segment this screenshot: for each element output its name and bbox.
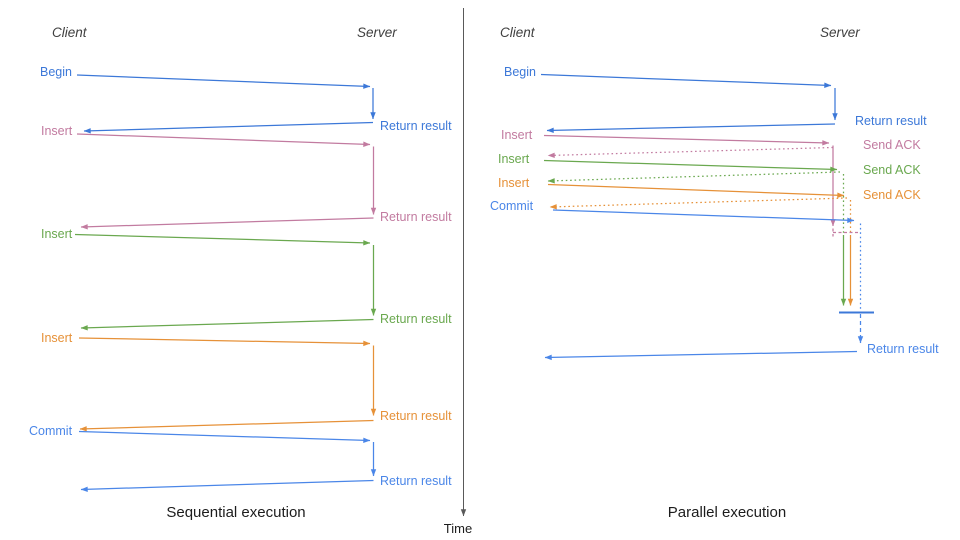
- time-axis-label: Time: [444, 521, 472, 536]
- sequential-insert3-request: [78, 337, 371, 347]
- sequential-insert1-response: [80, 217, 374, 230]
- sequential-begin-request: [76, 74, 371, 89]
- caption-parallel: Parallel execution: [668, 504, 786, 521]
- parallel-commit-label: Commit: [490, 199, 534, 213]
- sequential-insert2-response: [80, 318, 374, 331]
- parallel-insert2-ack-label: Send ACK: [863, 163, 921, 177]
- parallel-insert3-request: [547, 183, 845, 198]
- parallel-insert1-request: [543, 134, 830, 146]
- actor-client-sequential: Client: [52, 25, 88, 40]
- sequential-insert1-label: Insert: [41, 124, 73, 138]
- parallel-insert3-ack: [549, 197, 848, 210]
- sequential-insert3-return-label: Return result: [380, 409, 452, 423]
- sequential-commit-response: [80, 479, 374, 492]
- sequential-commit-return-label: Return result: [380, 474, 452, 488]
- parallel-begin-request: [540, 73, 832, 88]
- sequential-commit-request: [78, 430, 371, 443]
- caption-sequential: Sequential execution: [166, 504, 305, 521]
- parallel-commit-response: [544, 350, 858, 361]
- sequential-commit-label: Commit: [29, 424, 73, 438]
- sequential-insert2-return-label: Return result: [380, 312, 452, 326]
- sequential-begin-response: [83, 121, 374, 134]
- sequential-begin-return-label: Return result: [380, 119, 452, 133]
- parallel-begin-label: Begin: [504, 65, 536, 79]
- parallel-insert3-label: Insert: [498, 176, 530, 190]
- sequential-insert1-return-label: Return result: [380, 210, 452, 224]
- parallel-insert1-ack-label: Send ACK: [863, 138, 921, 152]
- actor-server-parallel: Server: [820, 25, 860, 40]
- parallel-insert2-request: [543, 159, 838, 172]
- actor-server-sequential: Server: [357, 25, 397, 40]
- sequential-insert2-request: [74, 233, 371, 246]
- parallel-insert3-ack-label: Send ACK: [863, 188, 921, 202]
- parallel-insert1-label: Insert: [501, 128, 533, 142]
- parallel-begin-response: [546, 123, 836, 134]
- parallel-begin-return-label: Return result: [855, 114, 927, 128]
- sequential-begin-label: Begin: [40, 65, 72, 79]
- sequential-insert1-request: [76, 133, 371, 147]
- parallel-insert2-ack: [547, 171, 841, 184]
- parallel-commit-return-label: Return result: [867, 342, 939, 356]
- sequential-insert3-label: Insert: [41, 331, 73, 345]
- sequential-insert2-label: Insert: [41, 227, 73, 241]
- parallel-insert2-label: Insert: [498, 152, 530, 166]
- actor-client-parallel: Client: [500, 25, 536, 40]
- parallel-insert1-ack: [547, 146, 834, 159]
- parallel-commit-request: [552, 209, 855, 223]
- sequential-insert3-response: [79, 419, 374, 432]
